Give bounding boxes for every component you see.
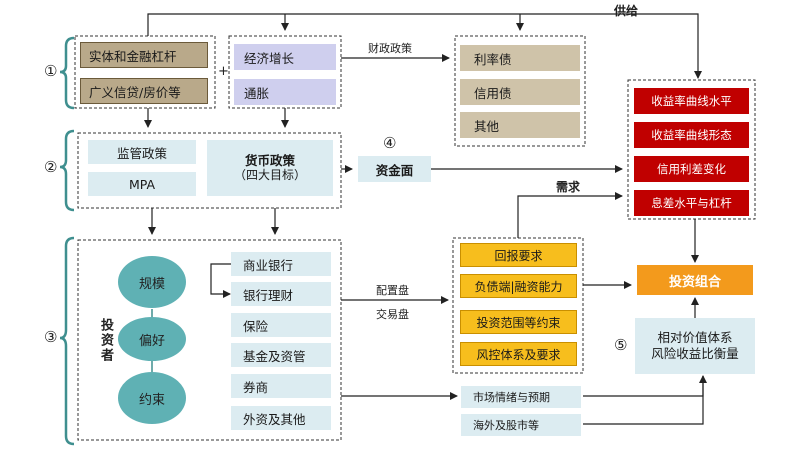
requirement-return: 回报要求 xyxy=(460,243,577,267)
investor-type-funds: 基金及资管 xyxy=(231,343,331,367)
investor-type-wealth-management: 银行理财 xyxy=(231,282,331,306)
curve-shape-box: 收益率曲线形态 xyxy=(634,122,749,148)
trading-label: 交易盘 xyxy=(376,308,409,321)
frame-investors xyxy=(77,239,342,441)
investor-type-foreign: 外资及其他 xyxy=(231,406,331,430)
investors-title: 投资者 xyxy=(98,318,113,363)
relative-value-box: 相对价值体系 风险收益比衡量 xyxy=(635,318,755,374)
market-sentiment-box: 市场情绪与预期 xyxy=(461,386,581,408)
supply-label: 供给 xyxy=(614,4,639,18)
funding-box: 资金面 xyxy=(358,156,431,182)
credit-bond-box: 信用债 xyxy=(460,79,580,105)
regulation-box: 监管政策 xyxy=(88,140,196,164)
preference-oval: 偏好 xyxy=(118,317,186,361)
plus-sign: + xyxy=(218,64,229,79)
other-bond-box: 其他 xyxy=(460,112,580,138)
curve-level-box: 收益率曲线水平 xyxy=(634,88,749,114)
risk-return-line: 风险收益比衡量 xyxy=(651,346,739,361)
frame-leverage xyxy=(74,35,216,109)
portfolio-box: 投资组合 xyxy=(637,265,753,295)
rate-bond-box: 利率债 xyxy=(460,45,580,71)
investor-type-brokers: 券商 xyxy=(231,374,331,398)
group-5-marker: ⑤ xyxy=(614,336,628,354)
frame-policy xyxy=(77,132,342,209)
group-1-marker: ① xyxy=(44,62,58,80)
leverage-box: 实体和金融杠杆 xyxy=(80,42,208,68)
relative-value-line: 相对价值体系 xyxy=(657,330,733,346)
constraint-oval: 约束 xyxy=(118,372,186,424)
frame-bonds xyxy=(454,35,586,147)
requirement-liability: 负债端|融资能力 xyxy=(460,274,577,298)
monetary-policy-subtitle: （四大目标） xyxy=(233,168,306,183)
frame-curve xyxy=(627,79,756,220)
requirement-risk-control: 风控体系及要求 xyxy=(460,342,577,366)
scale-oval: 规模 xyxy=(118,256,186,308)
requirement-scope: 投资范围等约束 xyxy=(460,310,577,334)
investor-type-commercial-bank: 商业银行 xyxy=(231,252,331,276)
group-4-marker: ④ xyxy=(383,134,397,152)
investor-type-insurance: 保险 xyxy=(231,313,331,337)
inflation-box: 通胀 xyxy=(234,79,336,105)
monetary-policy-title: 货币政策 xyxy=(244,152,295,168)
credit-spread-box: 信用利差变化 xyxy=(634,156,749,182)
monetary-policy-box: 货币政策 （四大目标） xyxy=(207,140,333,196)
carry-leverage-box: 息差水平与杠杆 xyxy=(634,190,749,216)
growth-box: 经济增长 xyxy=(234,44,336,70)
group-3-marker: ③ xyxy=(44,328,58,346)
mpa-box: MPA xyxy=(88,172,196,196)
allocation-label: 配置盘 xyxy=(376,284,409,297)
overseas-equity-box: 海外及股市等 xyxy=(461,414,581,436)
credit-housing-box: 广义信贷/房价等 xyxy=(80,78,208,104)
demand-label: 需求 xyxy=(556,180,581,194)
group-2-marker: ② xyxy=(44,158,58,176)
fiscal-policy-label: 财政政策 xyxy=(368,42,412,55)
